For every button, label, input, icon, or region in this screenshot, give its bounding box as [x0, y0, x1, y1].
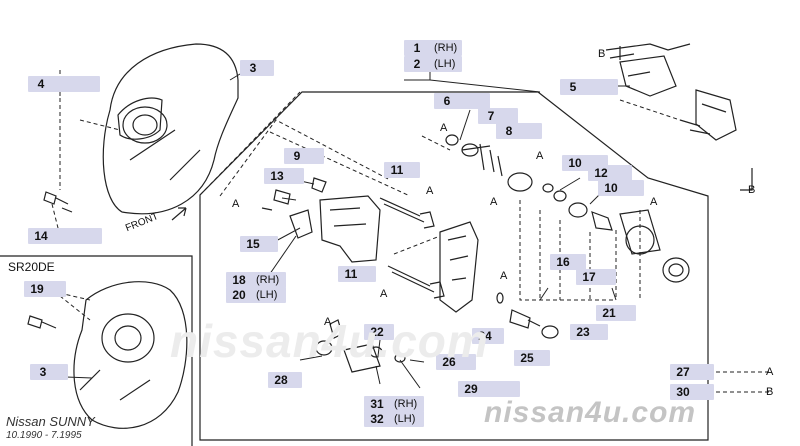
- watermark-faint: nissan4u.com: [170, 315, 489, 367]
- ref-a-label: A: [490, 196, 498, 208]
- slide-pin-upper: [379, 197, 435, 229]
- brake-pad-inner: [695, 89, 737, 141]
- callout-3-bottom[interactable]: 3: [30, 364, 68, 380]
- callout-6[interactable]: 6: [434, 93, 490, 109]
- callout-11-a[interactable]: 11: [384, 162, 420, 178]
- callout-14[interactable]: 14: [28, 228, 102, 244]
- callout-2[interactable]: 2(LH): [404, 56, 462, 72]
- ref-b-label: B: [766, 386, 774, 398]
- callout-28[interactable]: 28: [268, 372, 302, 388]
- ref-a-label: A: [232, 198, 240, 210]
- ref-b-label: B: [598, 48, 606, 60]
- model-name: Nissan SUNNY: [6, 414, 95, 429]
- variant-label: SR20DE: [8, 260, 55, 274]
- callout-29[interactable]: 29: [458, 381, 520, 397]
- ref-a-label: A: [440, 122, 448, 134]
- callout-5[interactable]: 5: [560, 79, 618, 95]
- callout-30[interactable]: 30: [670, 384, 714, 400]
- callout-21[interactable]: 21: [596, 305, 636, 321]
- callout-3-top[interactable]: 3: [240, 60, 274, 76]
- callout-23[interactable]: 23: [570, 324, 608, 340]
- slide-pin-lower: [387, 265, 445, 299]
- callout-15[interactable]: 15: [240, 236, 278, 252]
- callout-10-b[interactable]: 10: [598, 180, 644, 196]
- callout-9[interactable]: 9: [284, 148, 324, 164]
- watermark: nissan4u.com: [484, 396, 697, 429]
- ref-a-label: A: [380, 288, 388, 300]
- ref-b-label: B: [748, 184, 756, 196]
- callout-18[interactable]: 18(RH): [226, 272, 286, 288]
- callout-25[interactable]: 25: [514, 350, 550, 366]
- callout-20[interactable]: 20(LH): [226, 287, 286, 303]
- callout-22[interactable]: 22: [364, 324, 394, 340]
- caliper-assembly-frame: [199, 91, 709, 441]
- brake-pad-outer: [619, 55, 677, 97]
- ref-a-label: A: [766, 366, 774, 378]
- ref-a-label: A: [536, 150, 544, 162]
- ref-a-label: A: [500, 270, 508, 282]
- callout-17[interactable]: 17: [576, 269, 616, 285]
- backing-plate-top: [102, 43, 239, 215]
- caliper-body: [439, 221, 479, 313]
- callout-4[interactable]: 4: [28, 76, 100, 92]
- callout-16[interactable]: 16: [550, 254, 586, 270]
- sr20de-box: [0, 255, 193, 446]
- front-arrow: [171, 207, 187, 221]
- ref-a-label: A: [324, 316, 332, 328]
- callout-12[interactable]: 12: [588, 165, 632, 181]
- callout-13[interactable]: 13: [264, 168, 304, 184]
- callout-27[interactable]: 27: [670, 364, 714, 380]
- ref-a-label: A: [426, 185, 434, 197]
- backing-plate-bottom: [73, 281, 188, 429]
- callout-11-b[interactable]: 11: [338, 266, 376, 282]
- caliper-bracket: [319, 195, 381, 263]
- ref-a-label: A: [650, 196, 658, 208]
- callout-24[interactable]: 24: [472, 328, 504, 344]
- callout-1[interactable]: 1(RH): [404, 40, 462, 56]
- callout-31[interactable]: 31(RH): [364, 396, 424, 412]
- callout-32[interactable]: 32(LH): [364, 411, 424, 427]
- callout-7[interactable]: 7: [478, 108, 518, 124]
- callout-19[interactable]: 19: [24, 281, 66, 297]
- model-years: 10.1990 - 7.1995: [6, 430, 82, 441]
- callout-8[interactable]: 8: [496, 123, 542, 139]
- callout-26[interactable]: 26: [436, 354, 476, 370]
